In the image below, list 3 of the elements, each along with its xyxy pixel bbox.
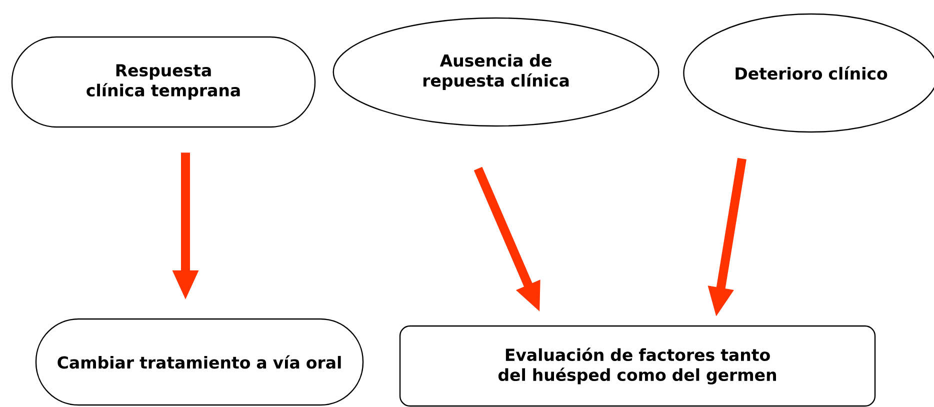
rounded-box: Respuesta clínica temprana — [11, 36, 316, 128]
rounded-box: Evaluación de factores tanto del huésped como del germen — [399, 325, 876, 407]
rounded-box: Cambiar tratamiento a vía oral — [35, 318, 364, 406]
